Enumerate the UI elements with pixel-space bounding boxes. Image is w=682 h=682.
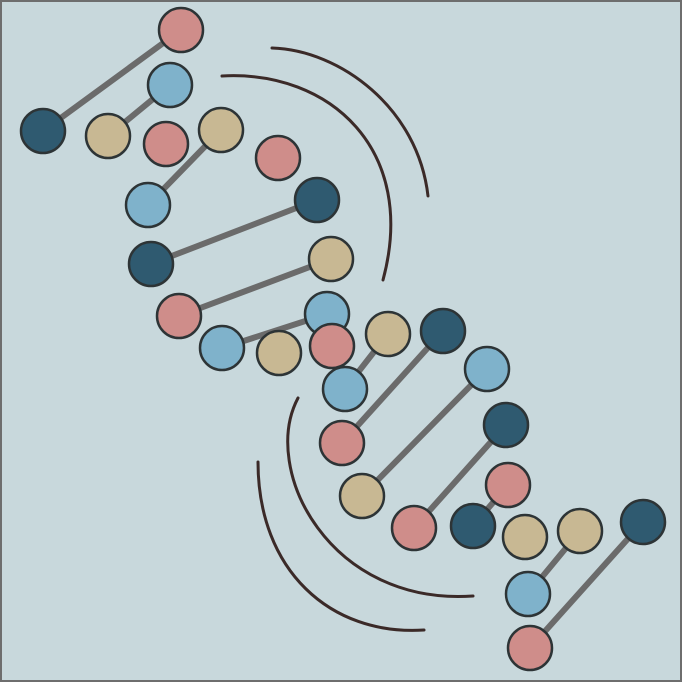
- nucleotide-tan: [501, 513, 549, 561]
- motion-arc: [220, 74, 393, 282]
- base-pair-rung: [527, 519, 646, 651]
- nucleotide-tan: [307, 235, 355, 283]
- nucleotide-light-blue: [504, 570, 552, 618]
- motion-arc: [256, 460, 426, 632]
- nucleotide-light-blue: [198, 324, 246, 372]
- nucleotide-light-blue: [463, 345, 511, 393]
- nucleotide-pink: [308, 322, 356, 370]
- base-pair-rung: [359, 366, 490, 499]
- nucleotide-dark-teal: [19, 107, 67, 155]
- base-pair-rung: [176, 256, 334, 319]
- nucleotide-pink: [390, 504, 438, 552]
- nucleotide-light-blue: [146, 61, 194, 109]
- motion-arc: [286, 396, 475, 598]
- base-pair-rung: [339, 328, 446, 446]
- nucleotide-tan: [197, 106, 245, 154]
- nucleotide-tan: [84, 112, 132, 160]
- nucleotide-dark-teal: [127, 240, 175, 288]
- nucleotide-dark-teal: [619, 498, 667, 546]
- nucleotide-pink: [318, 419, 366, 467]
- nucleotide-tan: [255, 329, 303, 377]
- nucleotide-nodes: [19, 6, 667, 672]
- motion-arc: [270, 46, 430, 198]
- nucleotide-tan: [556, 507, 604, 555]
- nucleotide-dark-teal: [449, 502, 497, 550]
- nucleotide-tan: [364, 310, 412, 358]
- base-pair-rung: [40, 27, 184, 134]
- nucleotide-pink: [484, 461, 532, 509]
- nucleotide-pink: [157, 6, 205, 54]
- nucleotide-pink: [142, 120, 190, 168]
- nucleotide-dark-teal: [293, 176, 341, 224]
- nucleotide-pink: [155, 292, 203, 340]
- nucleotide-dark-teal: [419, 307, 467, 355]
- nucleotide-pink: [506, 624, 554, 672]
- motion-arcs: [220, 46, 475, 632]
- base-pair-rung: [148, 197, 320, 267]
- nucleotide-light-blue: [321, 365, 369, 413]
- nucleotide-pink: [254, 134, 302, 182]
- nucleotide-dark-teal: [482, 401, 530, 449]
- nucleotide-light-blue: [124, 181, 172, 229]
- nucleotide-tan: [338, 472, 386, 520]
